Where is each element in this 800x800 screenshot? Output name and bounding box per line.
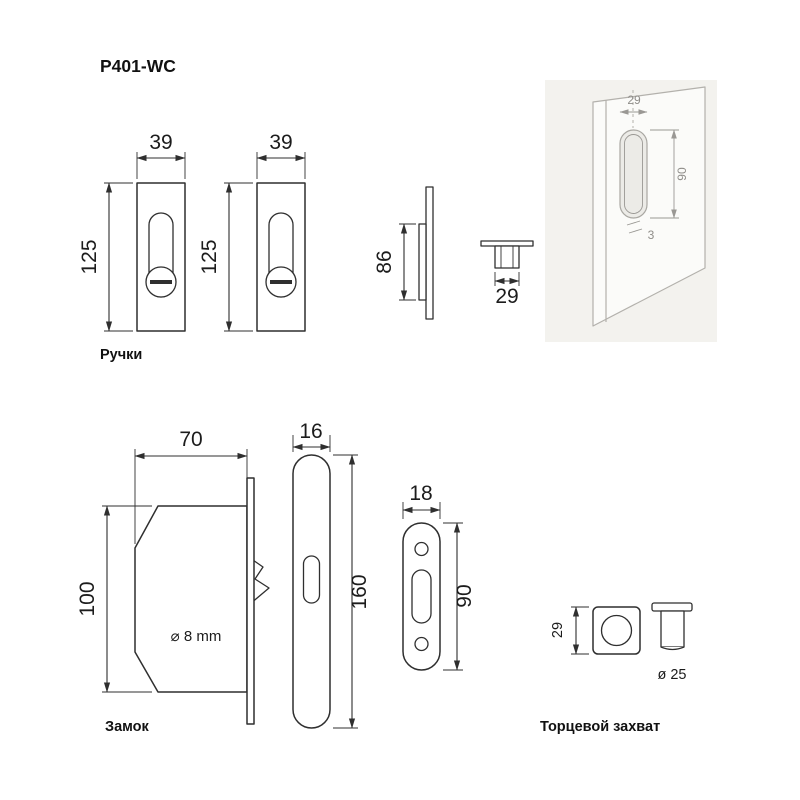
dim-strike-height: 90 (453, 584, 476, 607)
lock-faceplate: 16 160 (292, 420, 371, 729)
lock-label: Замок (105, 719, 150, 735)
dim-plate2-height: 125 (198, 239, 221, 274)
lock-section: ⌀ 8 mm 70 100 16 160 (76, 420, 476, 735)
dim-plate1-width: 39 (149, 131, 172, 154)
dim-body-width: 70 (179, 428, 202, 451)
dim-plate1-height: 125 (78, 239, 101, 274)
recess-cutout (619, 129, 648, 219)
dim-strike-width: 18 (409, 482, 432, 505)
edge-pull-section: 29 ø 25 Торцевой захват (540, 602, 693, 735)
strike-plate: 18 90 (402, 482, 476, 671)
handle-plate-2: 39 125 (198, 131, 306, 332)
dim-edge-pull-diameter: ø 25 (657, 667, 686, 683)
dim-plate2-width: 39 (269, 131, 292, 154)
handles-section: 39 125 39 125 (78, 80, 717, 363)
screw-hole-bottom (414, 636, 429, 652)
handle-profile-view: 29 (480, 240, 534, 308)
dim-edge-pull-size: 29 (550, 622, 566, 638)
screw-hole-top (414, 541, 429, 557)
dim-side-height: 86 (373, 250, 396, 273)
dim-faceplate-height: 160 (348, 574, 371, 609)
lock-body: ⌀ 8 mm 70 100 (76, 428, 270, 725)
dim-recess-height: 90 (675, 167, 689, 181)
dim-recess-depth: 3 (648, 228, 655, 242)
edge-pull-face: 29 (550, 606, 641, 655)
dim-faceplate-width: 16 (299, 420, 322, 443)
dim-recess-width: 29 (627, 93, 641, 107)
dim-body-height: 100 (76, 581, 99, 616)
dim-profile-width: 29 (495, 285, 518, 308)
strike-opening (411, 569, 432, 624)
faceplate-edge (246, 477, 255, 725)
spindle-hole-note: ⌀ 8 mm (171, 628, 222, 645)
handle-side-view: 86 (373, 186, 434, 320)
edge-pull-label: Торцевой захват (540, 719, 660, 735)
finger-recess (600, 614, 633, 647)
edge-pull-side: ø 25 (651, 602, 693, 683)
handles-label: Ручки (100, 347, 142, 363)
latch-opening (302, 555, 321, 604)
page-title: P401-WC (100, 56, 176, 76)
installation-illustration: 29 90 3 (545, 80, 717, 342)
handle-plate-1: 39 125 (78, 131, 186, 332)
